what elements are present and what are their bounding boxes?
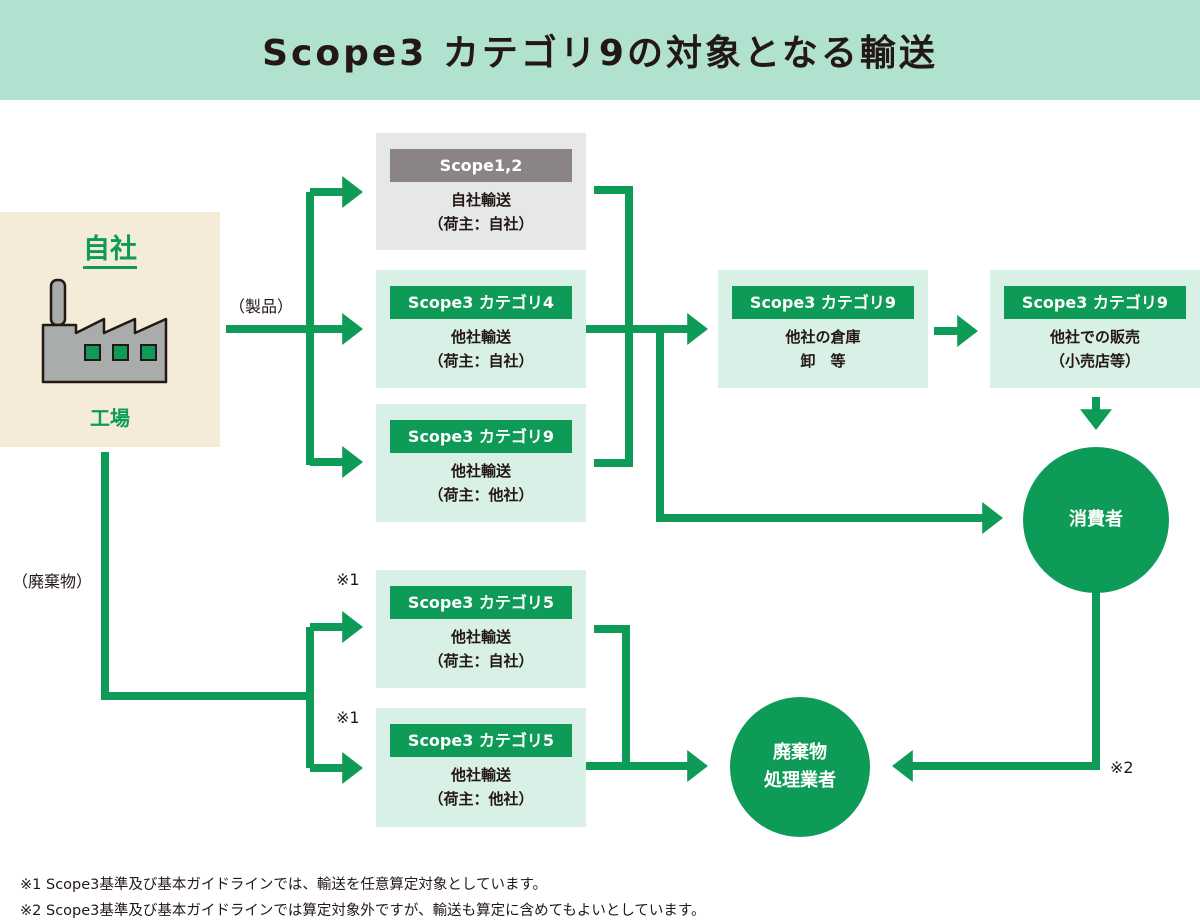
waste-vertical-line — [101, 452, 310, 700]
cat5-own-line2: （荷主：自社） — [428, 652, 534, 670]
cat4-tag: Scope3 カテゴリ4 — [390, 286, 572, 319]
cat4-line2: （荷主：自社） — [428, 352, 534, 370]
cat9-transport-line2: （荷主：他社） — [428, 486, 534, 504]
consumer-label: 消費者 — [1069, 509, 1123, 530]
cat5-other-box: Scope3 カテゴリ5 他社輸送 （荷主：他社） — [376, 708, 586, 827]
cat9-retail-line1: 他社での販売 — [1049, 328, 1140, 346]
own-transport-line2: （荷主：自社） — [428, 215, 534, 233]
footnote-1: ※1 Scope3基準及び基本ガイドラインでは、輸送を任意算定対象としています。 — [20, 877, 547, 893]
cat5-own-box: Scope3 カテゴリ5 他社輸送 （荷主：自社） — [376, 570, 586, 688]
footnote-2: ※2 Scope3基準及び基本ガイドラインでは算定対象外ですが、輸送も算定に含め… — [20, 903, 706, 919]
company-block: 自社 工場 — [0, 212, 220, 447]
cat5-own-line1: 他社輸送 — [450, 628, 511, 646]
consumer-node: 消費者 — [1023, 447, 1169, 593]
scope12-tag: Scope1,2 — [390, 149, 572, 182]
factory-label: 工場 — [90, 406, 130, 430]
waste-processor-line2: 処理業者 — [764, 770, 836, 791]
cat9-retail-line2: （小売店等） — [1049, 352, 1140, 370]
note1-mark-b: ※1 — [336, 708, 360, 727]
cat9-transport-tag: Scope3 カテゴリ9 — [390, 420, 572, 453]
cat9-warehouse-box: Scope3 カテゴリ9 他社の倉庫 卸 等 — [718, 270, 928, 388]
note1-mark-a: ※1 — [336, 570, 360, 589]
factory-icon — [41, 278, 168, 384]
waste-processor-node: 廃棄物 処理業者 — [730, 697, 870, 837]
cat5-other-line2: （荷主：他社） — [428, 790, 534, 808]
waste-flow-label: （廃棄物） — [12, 572, 93, 591]
cat4-transport-box: Scope3 カテゴリ4 他社輸送 （荷主：自社） — [376, 270, 586, 388]
cat9-retail-box: Scope3 カテゴリ9 他社での販売 （小売店等） — [990, 270, 1200, 388]
cat5-other-line1: 他社輸送 — [450, 766, 511, 784]
company-name: 自社 — [83, 234, 137, 269]
cat5-other-tag: Scope3 カテゴリ5 — [390, 724, 572, 757]
own-transport-box: Scope1,2 自社輸送 （荷主：自社） — [376, 133, 586, 250]
own-transport-line1: 自社輸送 — [450, 191, 511, 209]
page-title: Scope3 カテゴリ9の対象となる輸送 — [262, 33, 938, 74]
cat9-warehouse-line1: 他社の倉庫 — [785, 328, 861, 346]
merge-own-transport — [594, 186, 633, 329]
cat9-warehouse-line2: 卸 等 — [800, 352, 846, 370]
arrow-to-consumer-direct — [656, 329, 1003, 534]
cat9-warehouse-tag: Scope3 カテゴリ9 — [732, 286, 914, 319]
cat4-line1: 他社輸送 — [450, 328, 511, 346]
note2-mark: ※2 — [1110, 758, 1134, 777]
cat9-transport-box: Scope3 カテゴリ9 他社輸送 （荷主：他社） — [376, 404, 586, 522]
cat9-transport-line1: 他社輸送 — [450, 462, 511, 480]
arrow-consumer-to-waste-processor — [892, 590, 1100, 782]
waste-processor-line1: 廃棄物 — [773, 742, 827, 763]
product-flow-label: （製品） — [229, 297, 294, 316]
cat5-own-tag: Scope3 カテゴリ5 — [390, 586, 572, 619]
merge-cat5-own — [594, 625, 630, 766]
merge-cat9-transport — [594, 329, 633, 467]
cat9-retail-tag: Scope3 カテゴリ9 — [1004, 286, 1186, 319]
title-banner: Scope3 カテゴリ9の対象となる輸送 — [0, 0, 1200, 100]
